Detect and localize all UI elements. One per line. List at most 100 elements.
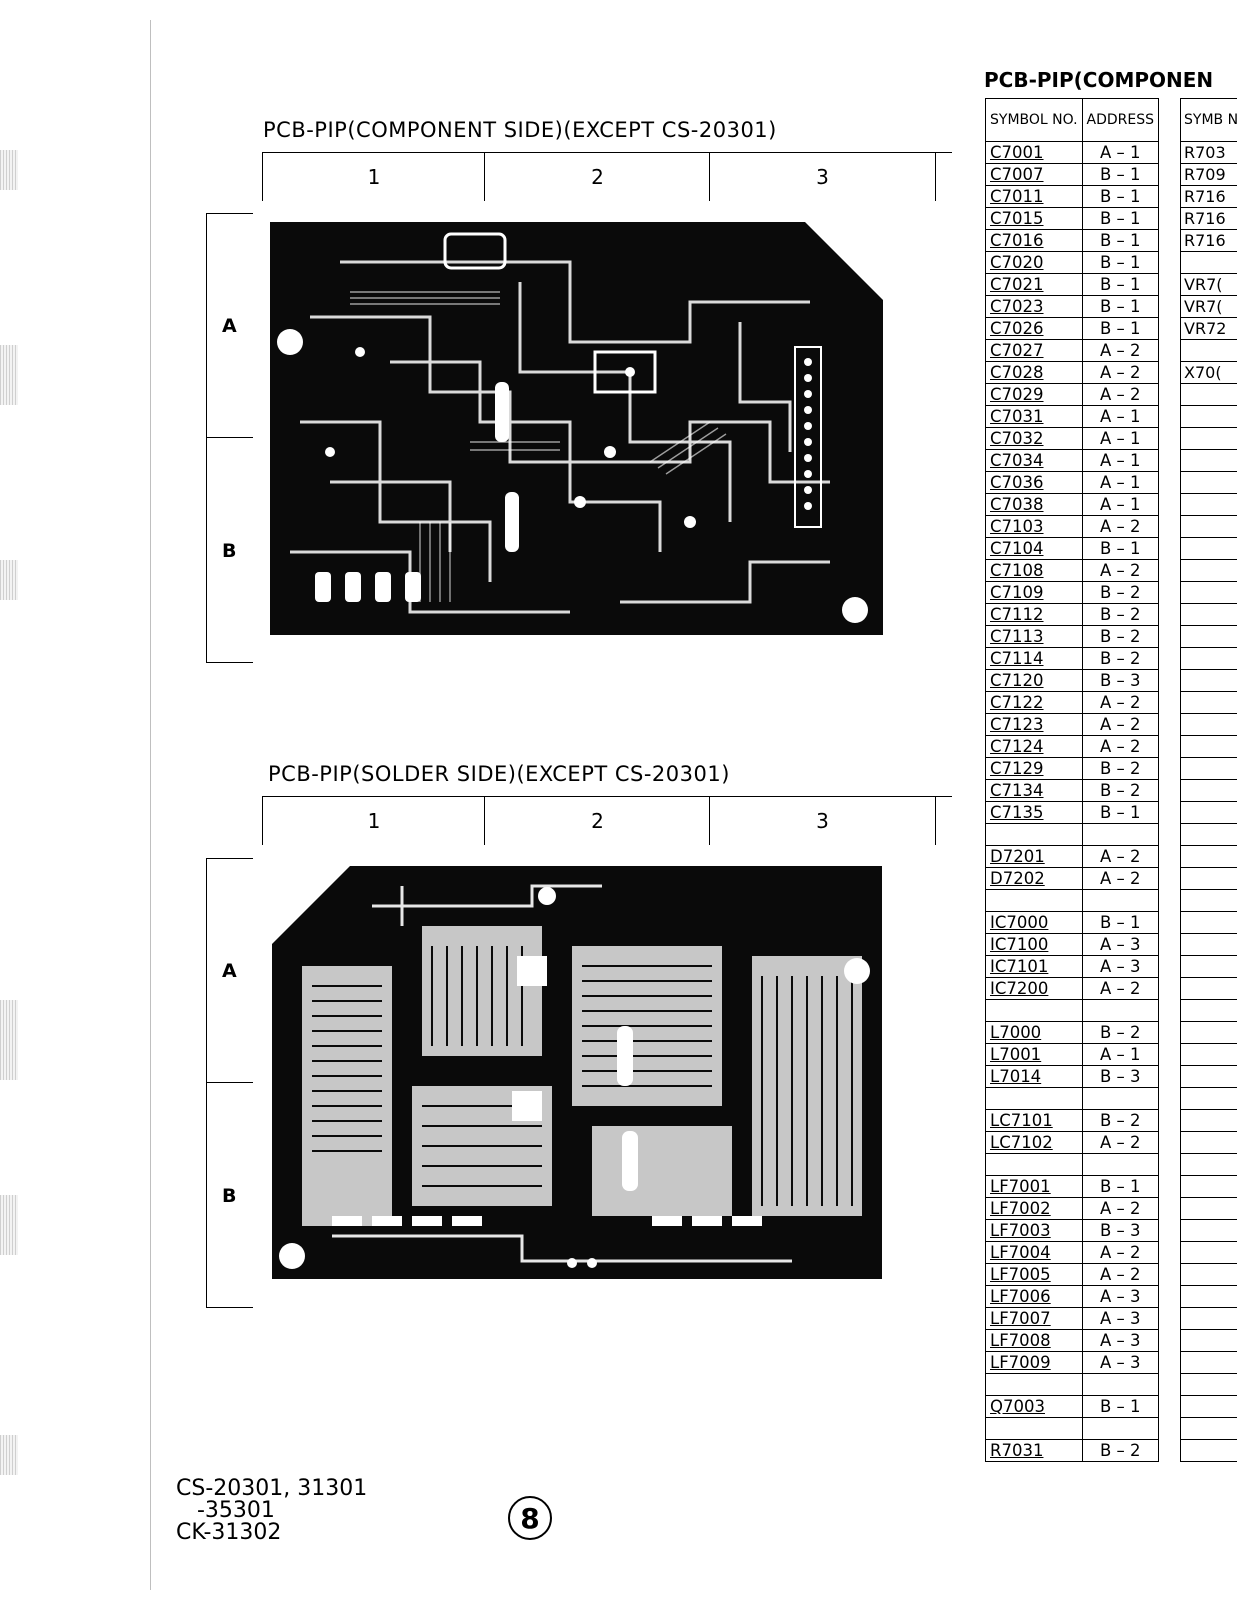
address-cell: B – 2: [1081, 757, 1160, 780]
address-cell: B – 1: [1081, 229, 1160, 252]
symbol-cell: C7108: [985, 559, 1083, 582]
address-cell: A – 2: [1081, 1263, 1160, 1286]
table-row: [1179, 999, 1237, 1022]
symbol-cell: [985, 1153, 1083, 1176]
symbol-cell: LF7006: [985, 1285, 1083, 1308]
symbol-cell: C7023: [985, 295, 1083, 318]
address-cell: A – 3: [1081, 1329, 1160, 1352]
symbol-cell: LF7007: [985, 1307, 1083, 1330]
solder-row-bracket: [206, 858, 253, 1308]
address-cell: A – 2: [1081, 339, 1160, 362]
symbol-cell: C7031: [985, 405, 1083, 428]
symbol-cell: VR7(: [1179, 273, 1237, 296]
symbol-cell: [1179, 251, 1237, 274]
symbol-cell: LF7003: [985, 1219, 1083, 1242]
symbol-cell: [1179, 559, 1237, 582]
table-row: [1179, 1087, 1237, 1110]
solder-column-header: 1 2 3: [262, 796, 952, 845]
symbol-cell: [1179, 1263, 1237, 1286]
address-cell: B – 3: [1081, 669, 1160, 692]
table-row: [1179, 955, 1237, 978]
table-row: [1179, 933, 1237, 956]
symbol-cell: [1179, 515, 1237, 538]
address-cell: A – 2: [1081, 735, 1160, 758]
table-row: [1179, 1307, 1237, 1330]
address-cell: B – 2: [1081, 1109, 1160, 1132]
symbol-cell: [1179, 1153, 1237, 1176]
address-cell: A – 2: [1081, 977, 1160, 1000]
address-cell: B – 2: [1081, 581, 1160, 604]
symbol-cell: R716: [1179, 229, 1237, 252]
table-row: [1179, 1329, 1237, 1352]
symbol-cell: L7001: [985, 1043, 1083, 1066]
table-row: [985, 1373, 1160, 1396]
address-cell: B – 3: [1081, 1219, 1160, 1242]
symbol-cell: LF7009: [985, 1351, 1083, 1374]
address-cell: B – 1: [1081, 295, 1160, 318]
symbol-cell: C7036: [985, 471, 1083, 494]
symbol-cell: VR72: [1179, 317, 1237, 340]
address-cell: B – 3: [1081, 1065, 1160, 1088]
symbol-cell: C7124: [985, 735, 1083, 758]
address-cell: B – 1: [1081, 273, 1160, 296]
symbol-cell: R716: [1179, 185, 1237, 208]
row-label: A: [222, 960, 237, 982]
symbol-cell: [1179, 1329, 1237, 1352]
address-cell: B – 1: [1081, 911, 1160, 934]
table-row: [1179, 647, 1237, 670]
symbol-cell: D7201: [985, 845, 1083, 868]
symbol-cell: C7011: [985, 185, 1083, 208]
symbol-cell: [1179, 339, 1237, 362]
table-row: [1179, 251, 1237, 274]
symbol-cell: [1179, 1307, 1237, 1330]
address-cell: A – 1: [1081, 493, 1160, 516]
symbol-cell: [985, 823, 1083, 846]
table-row: [1179, 1351, 1237, 1374]
page-margin-line: [150, 20, 151, 1590]
column-label: 1: [262, 153, 485, 201]
symbol-cell: C7020: [985, 251, 1083, 274]
symbol-cell: IC7100: [985, 933, 1083, 956]
table-row: [1179, 625, 1237, 648]
table-row: [1179, 889, 1237, 912]
symbol-cell: LF7005: [985, 1263, 1083, 1286]
symbol-cell: [1179, 1021, 1237, 1044]
symbol-cell: L7000: [985, 1021, 1083, 1044]
table-row: R716: [1179, 185, 1237, 208]
table-row: [985, 1153, 1160, 1176]
table-row: R709: [1179, 163, 1237, 186]
address-cell: A – 3: [1081, 955, 1160, 978]
symbol-cell: C7038: [985, 493, 1083, 516]
address-cell: A – 1: [1081, 449, 1160, 472]
scan-artifact: [0, 560, 18, 600]
address-cell: [1081, 1087, 1160, 1110]
table-row: [1179, 383, 1237, 406]
symbol-cell: [1179, 933, 1237, 956]
table-row: R703: [1179, 141, 1237, 164]
table-row: X70(: [1179, 361, 1237, 384]
symbol-cell: [1179, 449, 1237, 472]
symbol-cell: IC7101: [985, 955, 1083, 978]
table-row: [1179, 1065, 1237, 1088]
table-row: [1179, 537, 1237, 560]
table-row: [1179, 801, 1237, 824]
